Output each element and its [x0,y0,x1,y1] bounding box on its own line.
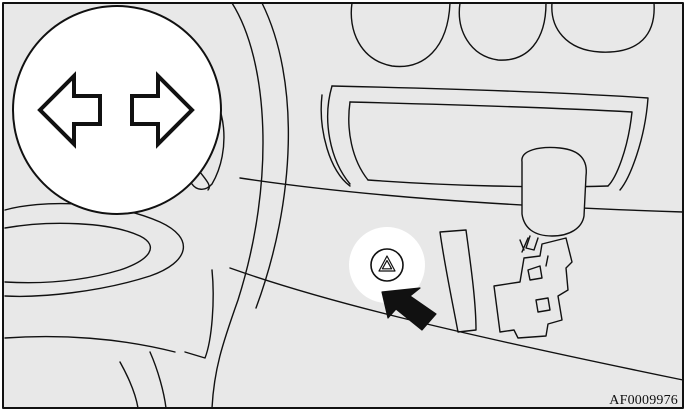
figure-code: AF0009976 [609,393,678,409]
turn-signal-inset [13,6,221,214]
hazard-button [371,249,403,281]
